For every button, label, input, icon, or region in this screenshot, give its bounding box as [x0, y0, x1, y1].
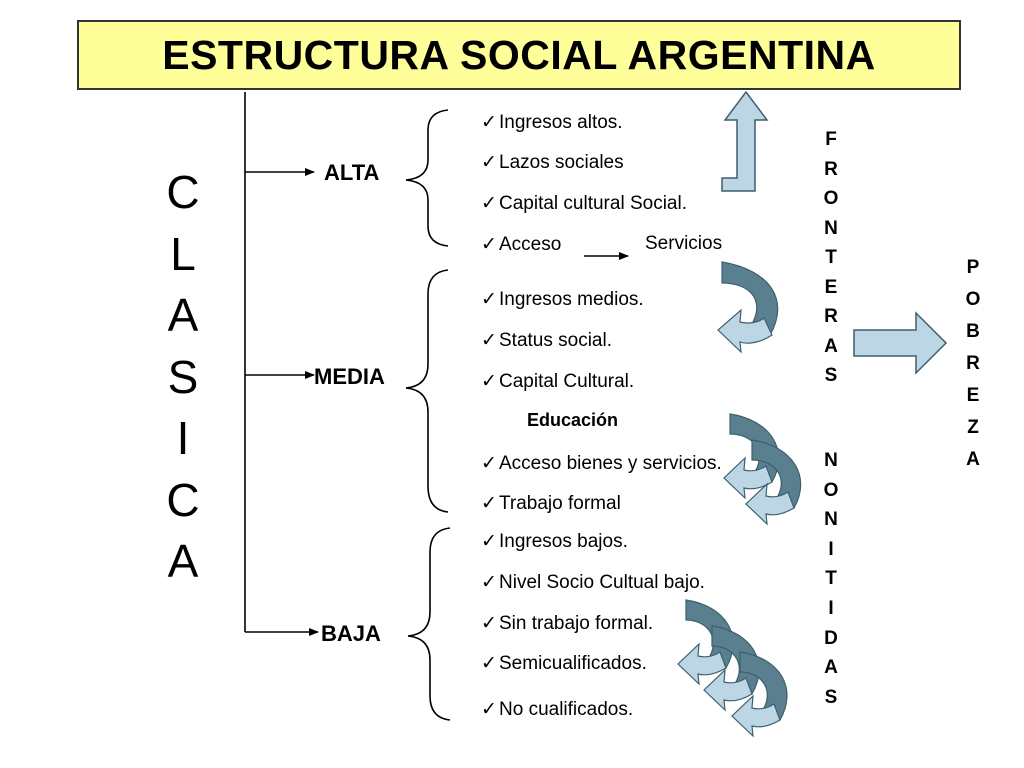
media-educacion-text: Educación: [527, 410, 619, 430]
alta-item-text: Lazos sociales: [499, 152, 624, 173]
no-nitidas-letter: I: [828, 597, 834, 619]
clasica-letter: A: [167, 289, 199, 341]
baja-item: ✓Semicualificados.: [481, 652, 647, 675]
pobreza-letter: P: [966, 257, 980, 278]
pobreza-vertical-word: P O B R E Z A: [953, 252, 993, 476]
no-nitidas-letter: O: [823, 479, 839, 501]
check-icon: ✓: [481, 371, 497, 392]
alta-item: ✓Ingresos altos.: [481, 111, 623, 134]
media-item: ✓Status social.: [481, 329, 612, 352]
class-label-alta: ALTA: [324, 160, 380, 185]
no-nitidas-letter: S: [824, 686, 838, 708]
fronteras-letter: O: [823, 188, 839, 209]
check-icon: ✓: [481, 330, 497, 351]
media-item-text: Status social.: [499, 330, 612, 351]
fronteras-letter: N: [824, 217, 838, 239]
media-item-text: Ingresos medios.: [499, 289, 644, 310]
baja-item: ✓No cualificados.: [481, 698, 633, 721]
no-nitidas-letter: N: [824, 450, 838, 471]
media-item-text: Acceso bienes y servicios.: [499, 453, 722, 474]
baja-item: ✓Ingresos bajos.: [481, 530, 628, 553]
class-label-media: MEDIA: [314, 364, 385, 389]
clasica-letter: L: [170, 227, 196, 280]
pobreza-letter: A: [966, 449, 980, 470]
curved-arrow-baja-3: [731, 651, 788, 738]
title-box: ESTRUCTURA SOCIAL ARGENTINA: [77, 20, 961, 90]
pobreza-letter: B: [966, 321, 980, 342]
no-nitidas-letter: N: [824, 509, 838, 531]
baja-item-text: Semicualificados.: [499, 653, 647, 674]
media-item-text: Capital Cultural.: [499, 371, 635, 392]
check-icon: ✓: [481, 193, 497, 214]
alta-item: ✓Lazos sociales: [481, 151, 624, 174]
no-nitidas-letter: T: [825, 568, 837, 590]
no-nitidas-vertical-word: N O N I T I D A S: [814, 446, 848, 712]
check-icon: ✓: [481, 613, 497, 634]
alta-item-text: Ingresos altos.: [499, 112, 623, 133]
media-item-text: Trabajo formal: [499, 493, 621, 514]
up-arrow: [721, 90, 769, 192]
pobreza-letter: Z: [967, 417, 979, 438]
curved-arrow-media-3: [745, 439, 802, 526]
check-icon: ✓: [481, 699, 497, 720]
alta-item-text: Capital cultural Social.: [499, 193, 687, 214]
pobreza-letter: R: [966, 353, 980, 374]
curved-arrow-media-2: [723, 413, 780, 500]
fronteras-letter: R: [824, 158, 838, 180]
fronteras-letter: A: [824, 335, 838, 357]
fronteras-letter: S: [824, 365, 838, 386]
clasica-letter: I: [176, 412, 190, 464]
pobreza-letter: E: [966, 385, 980, 406]
baja-item-text: Ingresos bajos.: [499, 531, 628, 552]
baja-item-text: Sin trabajo formal.: [499, 613, 654, 634]
check-icon: ✓: [481, 152, 497, 173]
check-icon: ✓: [481, 234, 497, 255]
fronteras-vertical-word: F R O N T E R A S: [814, 125, 848, 391]
media-item: ✓Acceso bienes y servicios.: [481, 452, 722, 475]
brace-media: [405, 269, 449, 513]
pobreza-letter: O: [965, 289, 981, 310]
check-icon: ✓: [481, 112, 497, 133]
baja-item: ✓Nivel Socio Cultual bajo.: [481, 571, 705, 594]
right-arrow-pobreza: [853, 311, 948, 375]
no-nitidas-letter: A: [824, 657, 838, 679]
fronteras-letter: E: [824, 276, 838, 298]
curved-arrow-baja-2: [703, 625, 760, 712]
alta-item: ✓Acceso: [481, 233, 561, 256]
clasica-letter: C: [166, 473, 200, 526]
media-item: ✓Trabajo formal: [481, 492, 621, 515]
baja-item-text: No cualificados.: [499, 699, 634, 720]
fronteras-letter: R: [824, 306, 838, 327]
title: ESTRUCTURA SOCIAL ARGENTINA: [162, 31, 876, 78]
curved-arrow-media-1: [717, 261, 779, 354]
check-icon: ✓: [481, 493, 497, 514]
media-item: ✓Capital Cultural.: [481, 370, 634, 393]
check-icon: ✓: [481, 653, 497, 674]
no-nitidas-letter: I: [828, 538, 834, 560]
fronteras-letter: F: [825, 129, 837, 150]
baja-item-text: Nivel Socio Cultual bajo.: [499, 572, 705, 593]
alta-servicios-text: Servicios: [645, 233, 723, 254]
alta-item-text: Acceso: [499, 234, 562, 255]
alta-item: ✓Capital cultural Social.: [481, 192, 687, 215]
media-item: ✓Ingresos medios.: [481, 288, 644, 311]
fronteras-letter: T: [825, 247, 837, 268]
clasica-vertical-word: C L A S I C A: [158, 162, 208, 593]
baja-item: ✓Sin trabajo formal.: [481, 612, 653, 635]
check-icon: ✓: [481, 289, 497, 310]
clasica-letter: C: [166, 166, 200, 218]
brace-alta: [405, 109, 449, 247]
class-label-baja: BAJA: [321, 621, 381, 646]
no-nitidas-letter: D: [824, 627, 838, 649]
clasica-letter: S: [167, 350, 199, 403]
curved-arrow-baja-1: [677, 599, 734, 686]
check-icon: ✓: [481, 453, 497, 474]
check-icon: ✓: [481, 531, 497, 552]
clasica-letter: A: [167, 535, 199, 587]
check-icon: ✓: [481, 572, 497, 593]
brace-baja: [407, 527, 451, 721]
